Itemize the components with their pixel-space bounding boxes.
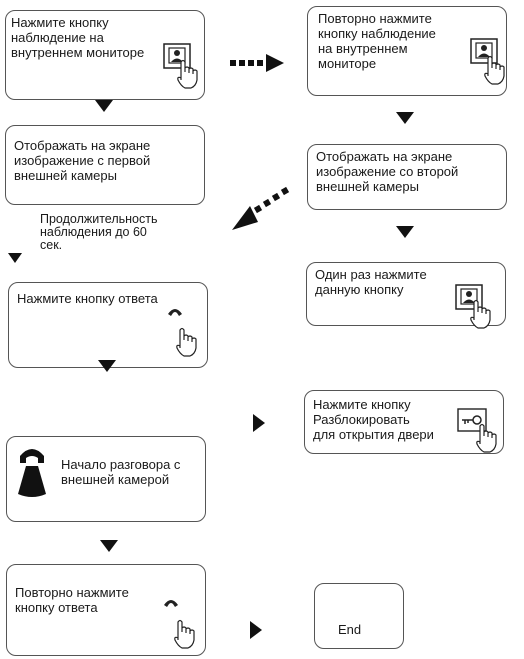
step-press-answer-button: Нажмите кнопку ответа [8, 282, 208, 368]
step-text: Нажмите кнопку наблюдение на внутреннем … [11, 15, 145, 60]
dashed-arrow-right [230, 54, 284, 72]
arrow-right [250, 621, 262, 639]
end-label: End [338, 622, 362, 637]
step-text: Начало разговора с внешней камерой [61, 457, 181, 487]
hand-pointer-icon [476, 423, 497, 453]
monitor-button-icon [470, 38, 498, 64]
end-box: End [314, 583, 404, 649]
step-text: Нажмите кнопку ответа [17, 291, 158, 306]
hand-pointer-icon [470, 299, 491, 329]
hand-pointer-icon [174, 619, 195, 649]
step-text: Отображать на экране изображение со втор… [316, 149, 459, 194]
step-text: Один раз нажмите данную кнопку [315, 267, 427, 297]
hand-pointer-icon [177, 59, 198, 89]
key-icon [457, 408, 487, 432]
step-show-second-camera: Отображать на экране изображение со втор… [307, 144, 507, 210]
arrow-down [95, 100, 113, 112]
arrow-down [98, 360, 116, 372]
hand-pointer-icon [176, 327, 197, 357]
arrow-down [396, 226, 414, 238]
step-text: Отображать на экране изображение с перво… [14, 138, 151, 183]
step-text: Повторно нажмите кнопку наблюдение на вн… [318, 11, 436, 71]
hand-pointer-icon [484, 55, 505, 85]
arrow-down [100, 540, 118, 552]
telephone-icon [18, 449, 46, 497]
monitor-button-icon [163, 43, 191, 69]
step-press-answer-again: Повторно нажмите кнопку ответа [6, 564, 206, 656]
step-text: Нажмите кнопку Разблокировать для открыт… [313, 397, 434, 442]
monitoring-duration-note: Продолжительность наблюдения до 60 сек. [40, 212, 158, 252]
handset-icon [168, 309, 182, 316]
arrow-right [253, 414, 265, 432]
arrow-down [8, 253, 22, 263]
step-show-first-camera: Отображать на экране изображение с перво… [5, 125, 205, 205]
monitor-button-icon [455, 284, 483, 310]
step-text: Повторно нажмите кнопку ответа [15, 585, 129, 615]
dashed-arrow-diagonal [232, 186, 290, 230]
handset-icon [164, 600, 178, 607]
arrow-down [396, 112, 414, 124]
